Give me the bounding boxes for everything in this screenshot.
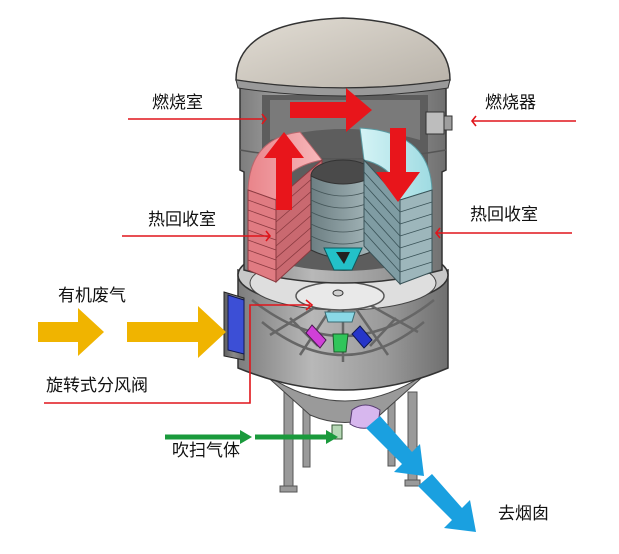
label-burner: 燃烧器	[485, 93, 536, 113]
top-dome	[235, 17, 451, 89]
up-arrow-icon	[264, 132, 304, 210]
burner-fitting	[425, 111, 453, 135]
valve-segment-magenta	[305, 324, 327, 349]
exhaust-arrows	[366, 416, 476, 532]
label-combustion-chamber: 燃烧室	[152, 93, 203, 113]
valve-segment-blue	[351, 325, 373, 349]
leader-lines	[44, 113, 576, 404]
hot-flow-arrows	[264, 88, 420, 210]
purge-inlet-pipe	[331, 424, 343, 440]
waste-gas-arrows	[38, 306, 226, 358]
label-to-chimney: 去烟囱	[498, 504, 549, 524]
label-purge-gas: 吹扫气体	[172, 441, 240, 461]
label-organic-waste-gas: 有机废气	[58, 286, 126, 306]
label-heat-recovery-left: 热回收室	[148, 210, 216, 230]
purge-gas-arrows	[165, 430, 338, 444]
down-arrow-icon	[376, 128, 420, 202]
valve-segment-green	[332, 333, 349, 353]
right-arrow-icon	[290, 88, 372, 132]
label-rotary-valve: 旋转式分风阀	[46, 376, 148, 396]
center-core	[310, 159, 376, 271]
label-heat-recovery-right: 热回收室	[470, 205, 538, 225]
